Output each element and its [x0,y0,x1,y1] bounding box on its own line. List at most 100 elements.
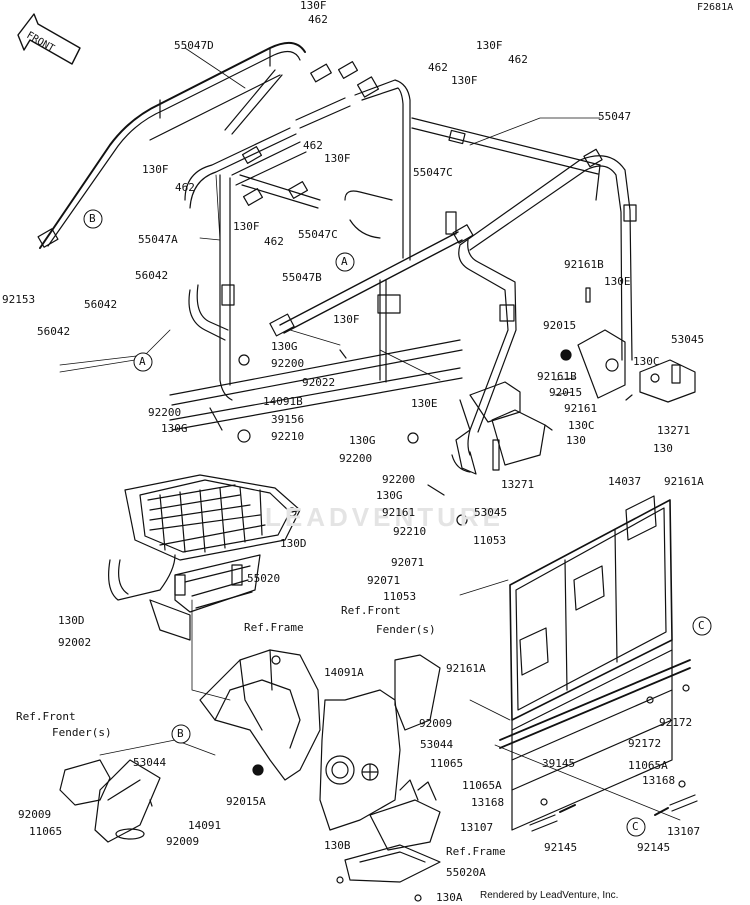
part-label[interactable]: 92145 [544,841,578,854]
part-label[interactable]: 130F [142,163,169,176]
part-label[interactable]: 11065A [462,779,502,792]
part-label[interactable]: 462 [428,61,448,74]
part-label[interactable]: 130A [436,891,463,904]
part-label[interactable]: 92161A [664,475,704,488]
part-label[interactable]: 53044 [133,756,167,769]
part-label[interactable]: 55047C [413,166,453,179]
part-label[interactable]: 462 [175,181,195,194]
part-label[interactable]: 55020 [247,572,281,585]
part-label[interactable]: 130C [633,355,660,368]
part-label[interactable]: Fender(s) [52,726,112,739]
part-label[interactable]: 130G [271,340,298,353]
part-label[interactable]: 14091B [263,395,303,408]
front-bumper-guard [108,474,301,641]
part-label[interactable]: 14091A [324,666,364,679]
part-label[interactable]: Ref.Frame [244,621,304,634]
part-label[interactable]: 130D [58,614,85,627]
part-label[interactable]: 39156 [271,413,305,426]
part-label[interactable]: 92172 [659,716,693,729]
part-label[interactable]: 53045 [474,506,508,519]
front-frame-section [199,649,321,781]
part-label[interactable]: 14037 [608,475,642,488]
part-label[interactable]: 92071 [367,574,401,587]
part-label[interactable]: 92161 [564,402,598,415]
part-label[interactable]: 92172 [628,737,662,750]
part-label[interactable]: 130D [280,537,307,550]
part-label[interactable]: 92153 [2,293,36,306]
part-label[interactable]: 13168 [471,796,505,809]
part-label[interactable]: 55047C [298,228,338,241]
part-label[interactable]: 130F [300,0,327,12]
part-label[interactable]: 130G [349,434,376,447]
part-label[interactable]: 462 [303,139,323,152]
part-label[interactable]: 130 [566,434,586,447]
part-label[interactable]: 130F [233,220,260,233]
part-label[interactable]: 11065 [29,825,63,838]
part-label[interactable]: 92200 [271,357,305,370]
part-label[interactable]: 13168 [642,774,676,787]
part-label[interactable]: 13107 [667,825,701,838]
part-label[interactable]: 11053 [473,534,507,547]
part-label[interactable]: 92015 [549,386,583,399]
part-label[interactable]: 92071 [391,556,425,569]
part-label[interactable]: 92002 [58,636,92,649]
part-label[interactable]: 92015A [226,795,266,808]
part-label[interactable]: 130F [333,313,360,326]
part-label[interactable]: 53044 [420,738,454,751]
part-label[interactable]: 11065A [628,759,668,772]
part-label[interactable]: Fender(s) [376,623,436,636]
part-label[interactable]: 92009 [419,717,453,730]
part-label[interactable]: 13271 [657,424,691,437]
part-label[interactable]: 130F [451,74,478,87]
part-label[interactable]: 92200 [382,473,416,486]
part-label[interactable]: 92210 [271,430,305,443]
part-label[interactable]: Ref.Front [341,604,401,617]
part-label[interactable]: 92009 [18,808,52,821]
part-label[interactable]: 92210 [393,525,427,538]
part-label[interactable]: 55047A [138,233,178,246]
part-label[interactable]: 56042 [37,325,71,338]
part-label[interactable]: 92161B [537,370,577,383]
part-label[interactable]: 92015 [543,319,577,332]
part-label[interactable]: 130F [324,152,351,165]
rear-roll-bar [451,148,637,475]
part-label[interactable]: 462 [264,235,284,248]
part-label[interactable]: Ref.Front [16,710,76,723]
part-label[interactable]: 39145 [542,757,576,770]
part-label[interactable]: 130F [476,39,503,52]
part-label[interactable]: 130C [568,419,595,432]
part-label[interactable]: 56042 [84,298,118,311]
part-label[interactable]: 130 [653,442,673,455]
part-label[interactable]: 55047D [174,39,214,52]
part-label[interactable]: 130G [376,489,403,502]
part-label[interactable]: 55047B [282,271,322,284]
part-label[interactable]: Ref.Frame [446,845,506,858]
part-label[interactable]: 462 [308,13,328,26]
part-label[interactable]: 92161 [382,506,416,519]
part-label[interactable]: 55047 [598,110,632,123]
part-label[interactable]: 130E [411,397,438,410]
part-label[interactable]: 92145 [637,841,671,854]
part-label[interactable]: 13107 [460,821,494,834]
figure-code: F2681A [697,2,734,13]
front-fender-panels [59,759,161,843]
part-label[interactable]: 55020A [446,866,486,879]
part-label[interactable]: 462 [508,53,528,66]
part-label[interactable]: 130E [604,275,631,288]
part-label[interactable]: 11065 [430,757,464,770]
part-label[interactable]: 92009 [166,835,200,848]
part-label[interactable]: 53045 [671,333,705,346]
part-label[interactable]: 56042 [135,269,169,282]
part-label[interactable]: 92161A [446,662,486,675]
part-label[interactable]: 92200 [148,406,182,419]
part-label[interactable]: 92022 [302,376,336,389]
cargo-gate-14037 [499,495,691,831]
part-label[interactable]: 92161B [564,258,604,271]
part-label[interactable]: 14091 [188,819,222,832]
part-label[interactable]: 11053 [383,590,417,603]
part-label[interactable]: 130B [324,839,351,852]
part-label[interactable]: 92200 [339,452,373,465]
part-label[interactable]: 130G [161,422,188,435]
side-brackets [209,287,696,526]
part-label[interactable]: 13271 [501,478,535,491]
